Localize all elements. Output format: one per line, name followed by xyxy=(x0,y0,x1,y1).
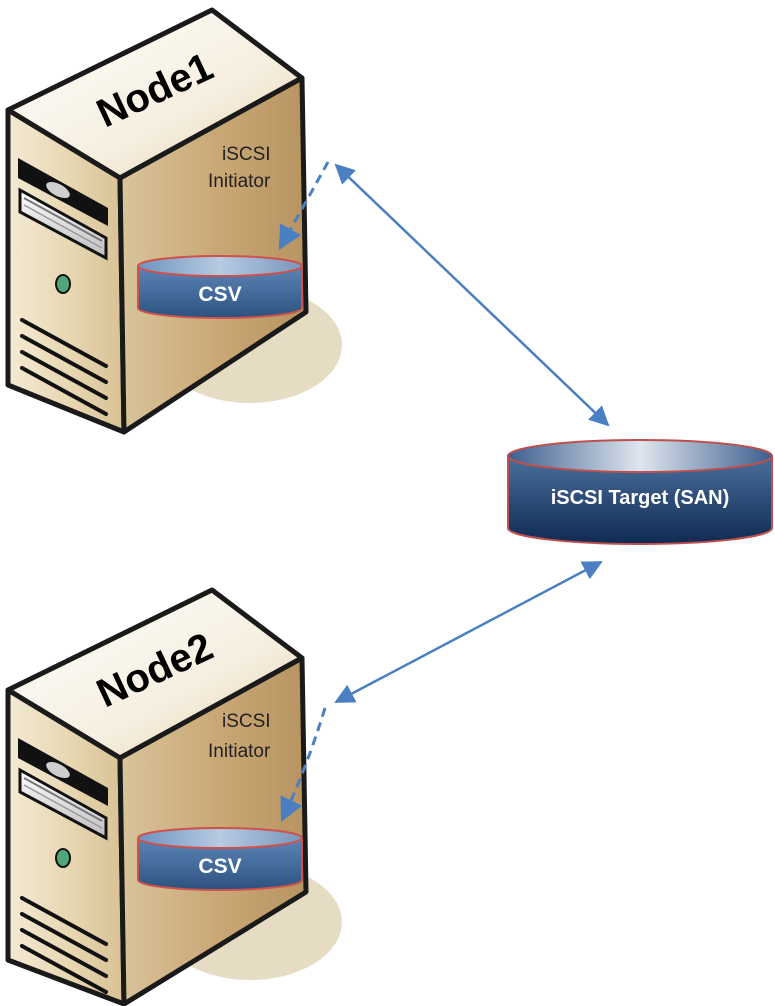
node1-to-target-connector xyxy=(334,163,610,427)
csv-label: CSV xyxy=(198,855,241,878)
node1-server: Node1 iSCSI Initiator CSV xyxy=(5,7,342,435)
drive-bay xyxy=(18,738,108,841)
csv-label: CSV xyxy=(198,283,241,306)
internal-dashed-link xyxy=(278,161,330,251)
internal-dashed-link xyxy=(280,707,327,823)
csv-volume: CSV xyxy=(137,827,303,891)
initiator-label: Initiator xyxy=(208,741,271,762)
server-side-face xyxy=(117,75,309,435)
initiator-label: Initiator xyxy=(208,171,271,192)
target-label: iSCSI Target (SAN) xyxy=(551,487,730,509)
node2-server: Node2 iSCSI Initiator CSV xyxy=(5,587,342,1006)
node2-to-target-connector xyxy=(334,560,603,704)
initiator-label: iSCSI xyxy=(222,144,271,165)
csv-volume: CSV xyxy=(137,255,303,319)
power-led-icon xyxy=(55,274,71,294)
iscsi-target-san: iSCSI Target (SAN) xyxy=(507,439,773,545)
vent-grille xyxy=(20,896,108,994)
initiator-label: iSCSI xyxy=(222,711,271,732)
power-led-icon xyxy=(55,848,71,868)
drive-bay xyxy=(18,158,108,261)
vent-grille xyxy=(20,318,108,416)
